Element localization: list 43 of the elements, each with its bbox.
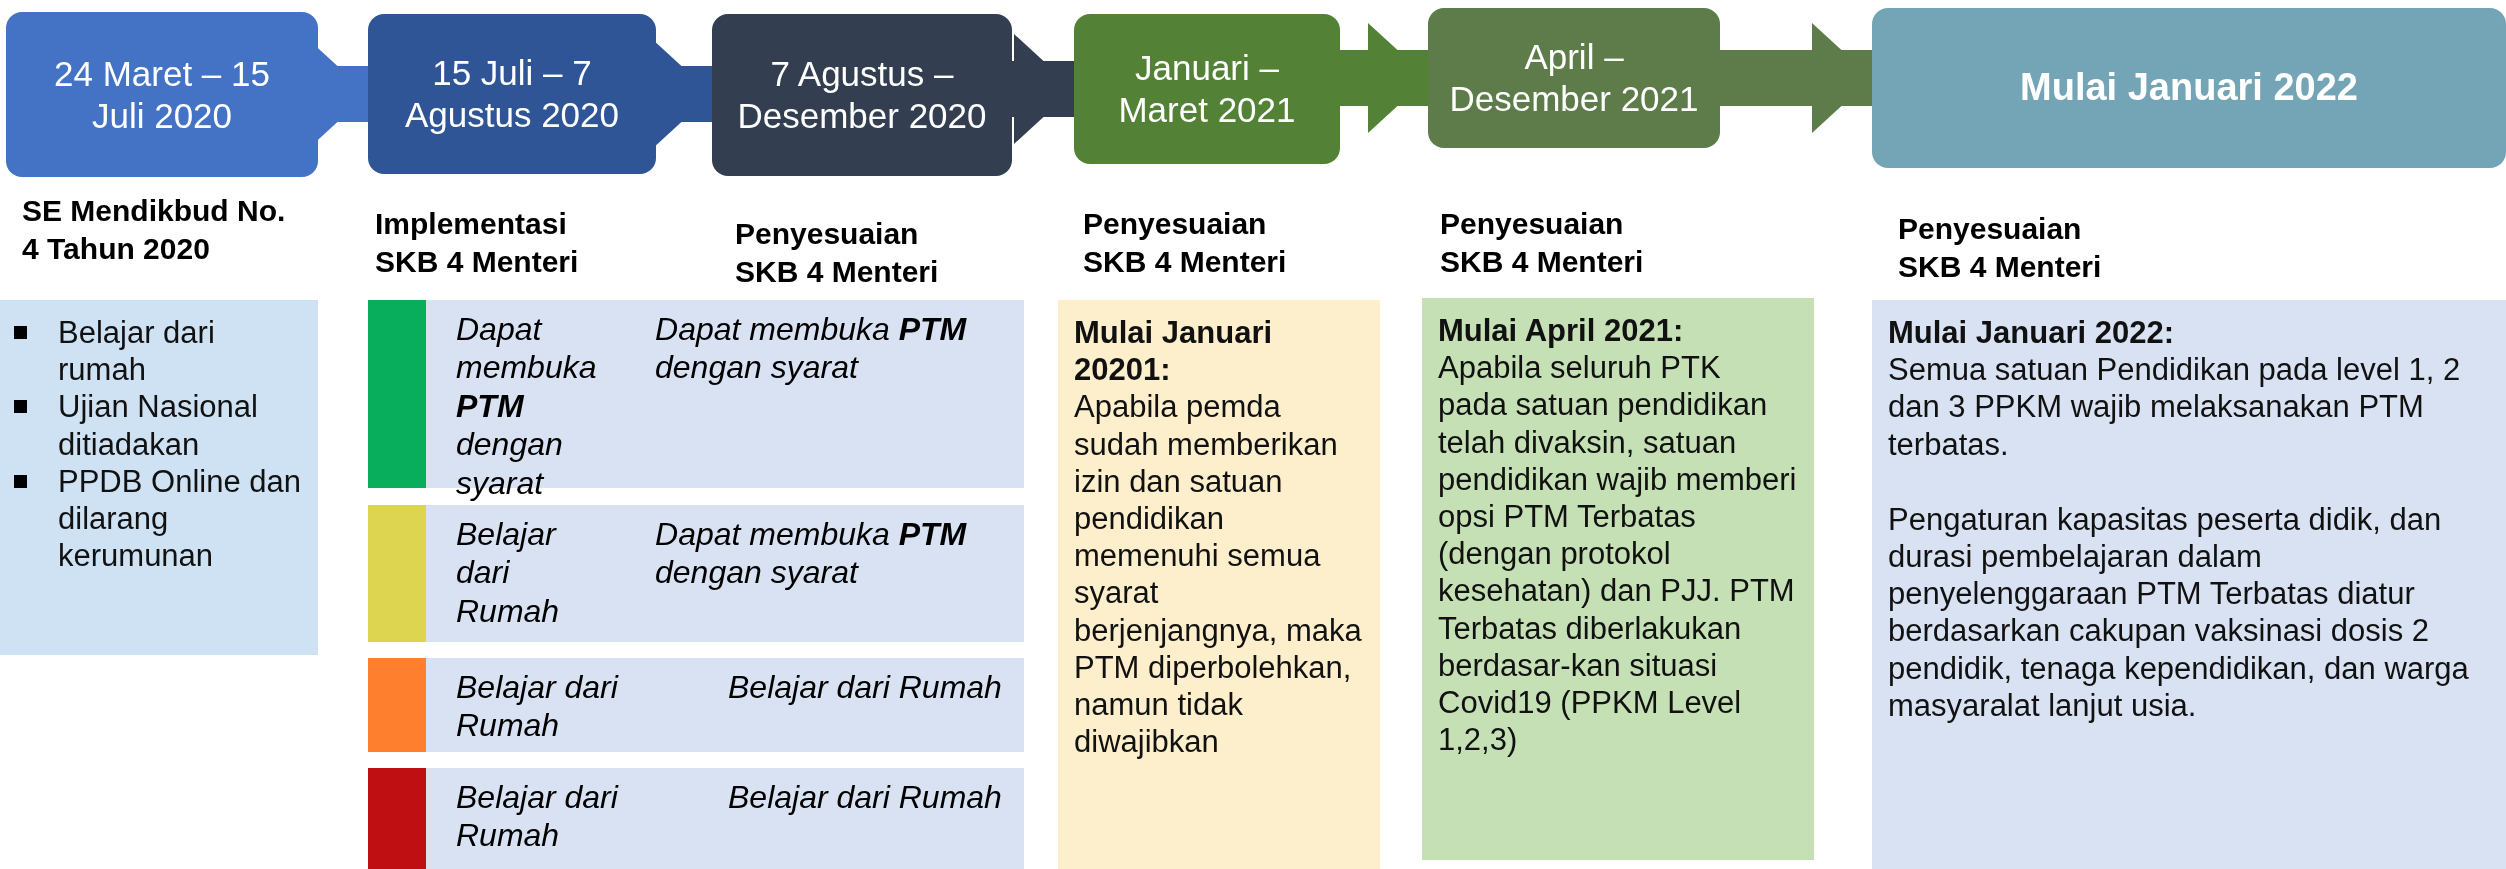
panel-heading: Mulai Januari 2022: [1888,314,2175,352]
table-row [368,768,1024,869]
heading-text: SE Mendikbud No. 4 Tahun 2020 [22,193,287,267]
period-box: Januari – Maret 2021 [1074,14,1340,164]
period-box: April – Desember 2021 [1428,8,1720,148]
heading-text: Implementasi SKB 4 Menteri [375,206,580,280]
bullet-text: PPDB Online dan dilarang kerumunan [58,463,301,574]
panel-text: Semua satuan Pendidikan pada level 1, 2 dan 3 PPKM wajib melaksanakan PTM terbatas. [1888,351,2462,463]
arrow [1012,34,1074,144]
panel-heading: Mulai Januari 20201: [1074,314,1274,389]
panel-text: Apabila pemda sudah memberikan izin dan satuan pendidikan memenuhi semua syarat berjenjangnya, maka PTM diperbolehkan, namun tidak diwajibkan [1074,388,1363,761]
table-cell-text: Belajar dari Rumah [455,515,561,631]
node-label: 15 Juli – 7 Agustus 2020 [404,53,620,134]
table-cell-text: Belajar dari Rumah [455,668,620,745]
table-cell-text: Belajar dari Rumah [727,778,1003,817]
period-box: 7 Agustus – Desember 2020 [712,14,1012,176]
period-box: 15 Juli – 7 Agustus 2020 [368,14,656,174]
arrow [1720,23,1872,133]
period-box: 24 Maret – 15 Juli 2020 [6,12,318,177]
table-row [368,658,1024,752]
period-box: Mulai Januari 2022 [1872,8,2506,168]
note-panel [1872,300,2506,869]
table-cell-text: Dapat membuka PTM dengan syarat [455,310,598,502]
table-cell-text: Dapat membuka PTM dengan syarat [654,515,968,592]
node-label: 7 Agustus – Desember 2020 [737,54,987,135]
bullet-text: Belajar dari rumah [58,315,215,388]
note-panel [1422,298,1814,860]
heading-text: Penyesuaian SKB 4 Menteri [1440,206,1645,280]
note-panel [1058,300,1380,869]
table-cell-text: Belajar dari Rumah [455,778,620,855]
panel-text: Apabila seluruh PTK pada satuan pendidikan telah divaksin, satuan pendidikan wajib memberi opsi PTM Terbatas (dengan protokol kesehatan) dan PJJ. PTM Terbatas diberlakukan berdasar-kan situasi Covid19 (PPKM Level 1,2,3) [1438,349,1798,759]
table-cell-text: Belajar dari Rumah [727,668,1003,707]
arrow [1340,23,1428,133]
bullet-text: Ujian Nasional ditiadakan [58,389,258,462]
panel-heading: Mulai April 2021: [1438,312,1685,350]
heading-text: Penyesuaian SKB 4 Menteri [735,216,940,290]
table-row [368,505,1024,642]
heading-text: Penyesuaian SKB 4 Menteri [1898,211,2103,285]
node-label: 24 Maret – 15 Juli 2020 [54,53,270,135]
text-panel [0,300,318,655]
panel-text: Pengaturan kapasitas peserta didik, dan durasi pembelajaran dalam penyelenggaraan PTM Terbatas diatur berdasarkan cakupan vaksinasi dosis 2 pendidik, tenaga kependidikan, dan warga masyaralat lanjut usia. [1888,500,2470,724]
table-cell-text: Dapat membuka PTM dengan syarat [654,310,968,387]
heading-text: Penyesuaian SKB 4 Menteri [1083,206,1288,280]
